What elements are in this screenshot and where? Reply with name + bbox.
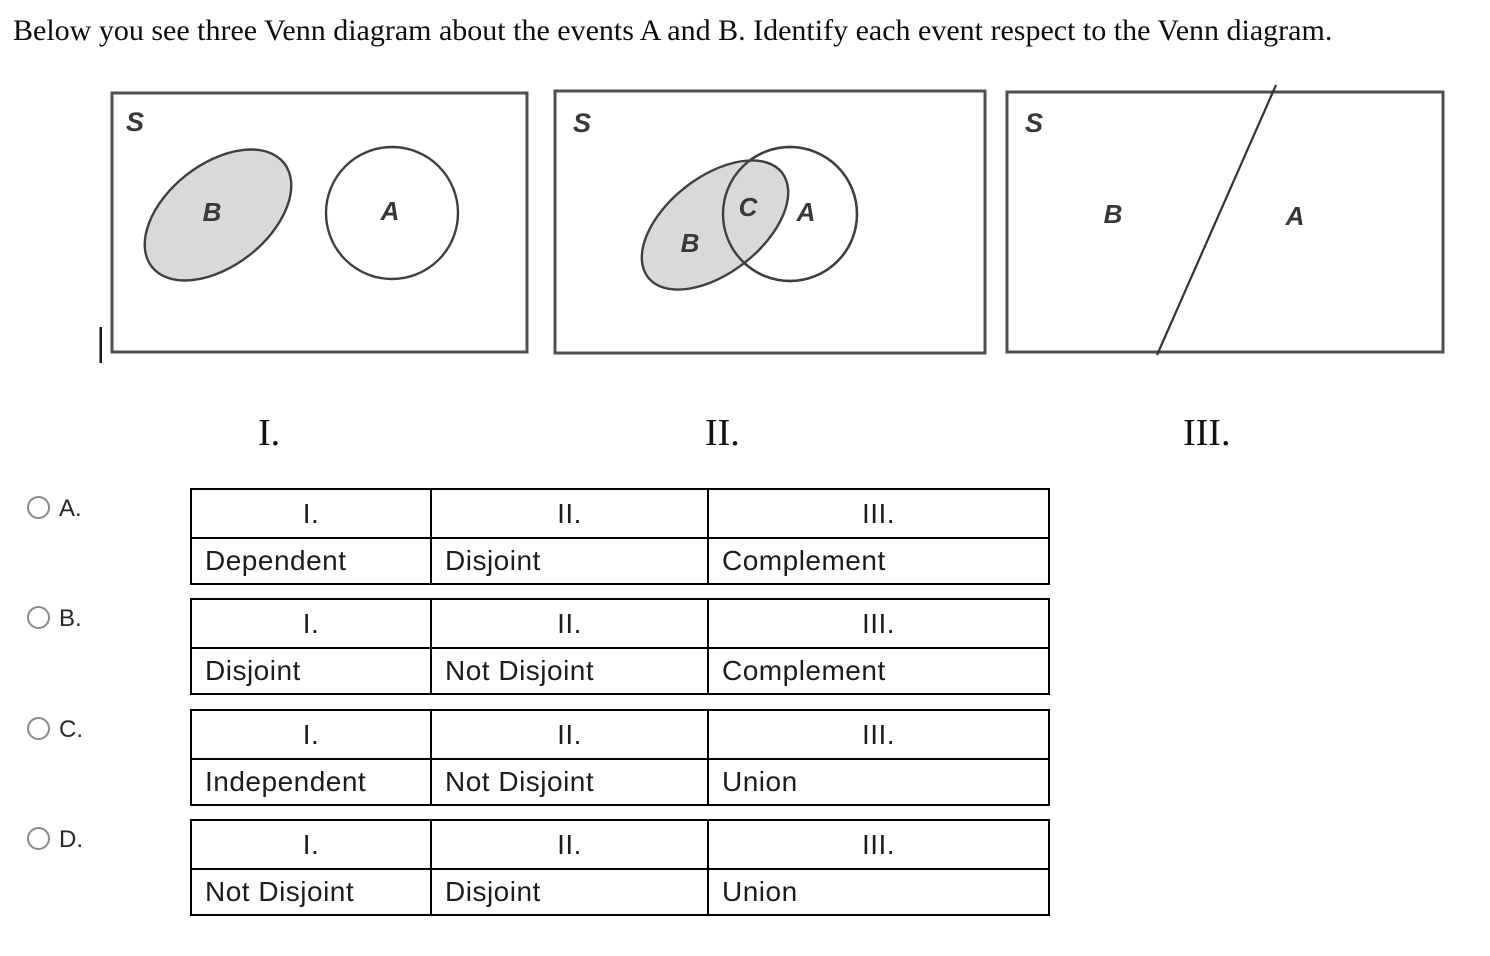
venn-diagram-1: S B A xyxy=(99,91,529,363)
universe-label: S xyxy=(1025,108,1043,138)
event-a-label: A xyxy=(1285,201,1305,231)
table-header-cell: III. xyxy=(707,709,1050,760)
option-table-c: I. II. III. Independent Not Disjoint Uni… xyxy=(190,709,1050,806)
table-cell: Dependent xyxy=(190,537,432,585)
option-letter: C. xyxy=(59,716,83,743)
event-a-label: A xyxy=(380,196,400,226)
option-letter: A. xyxy=(59,495,82,522)
option-letter: D. xyxy=(59,826,83,853)
table-cell: Union xyxy=(707,868,1050,916)
table-cell: Disjoint xyxy=(430,537,709,585)
intersection-label: C xyxy=(739,192,759,222)
table-cell: Complement xyxy=(707,537,1050,585)
option-table-a: I. II. III. Dependent Disjoint Complemen… xyxy=(190,488,1050,585)
radio-button-d[interactable] xyxy=(27,827,50,850)
universe-label: S xyxy=(573,108,591,138)
table-header-cell: I. xyxy=(190,598,432,649)
table-header-cell: I. xyxy=(190,488,432,539)
option-row-c: C. I. II. III. Independent Not Disjoint … xyxy=(0,709,1490,806)
table-cell: Not Disjoint xyxy=(430,647,709,695)
option-table-d: I. II. III. Not Disjoint Disjoint Union xyxy=(190,819,1050,916)
event-b-label: B xyxy=(681,228,700,258)
event-b-label: B xyxy=(203,197,222,227)
table-cell: Not Disjoint xyxy=(190,868,432,916)
venn-diagram-3: S B A xyxy=(1005,84,1445,356)
option-row-d: D. I. II. III. Not Disjoint Disjoint Uni… xyxy=(0,819,1490,916)
text-caret xyxy=(99,327,102,363)
diagram-numeral-1: I. xyxy=(258,412,281,454)
diagram-numeral-3: III. xyxy=(1183,412,1231,454)
event-a-circle xyxy=(324,145,460,281)
table-cell: Disjoint xyxy=(430,868,709,916)
table-cell: Disjoint xyxy=(190,647,432,695)
venn-diagram-2: S B C A xyxy=(553,89,987,355)
table-cell: Union xyxy=(707,758,1050,806)
table-header-cell: I. xyxy=(190,819,432,870)
question-title: Below you see three Venn diagram about t… xyxy=(13,14,1333,47)
table-cell: Independent xyxy=(190,758,432,806)
table-cell: Complement xyxy=(707,647,1050,695)
table-header-cell: III. xyxy=(707,819,1050,870)
option-letter: B. xyxy=(59,605,82,632)
table-header-cell: II. xyxy=(430,488,709,539)
option-table-b: I. II. III. Disjoint Not Disjoint Comple… xyxy=(190,598,1050,695)
event-b-label: B xyxy=(1104,199,1123,229)
event-b-ellipse xyxy=(143,148,293,282)
event-a-label: A xyxy=(796,197,816,227)
option-row-a: A. I. II. III. Dependent Disjoint Comple… xyxy=(0,488,1490,585)
table-header-cell: II. xyxy=(430,819,709,870)
divider-line xyxy=(1155,84,1278,356)
universe-frame xyxy=(1005,90,1445,354)
radio-button-a[interactable] xyxy=(27,496,50,519)
table-header-cell: III. xyxy=(707,488,1050,539)
universe-label: S xyxy=(126,107,144,137)
table-header-cell: I. xyxy=(190,709,432,760)
option-row-b: B. I. II. III. Disjoint Not Disjoint Com… xyxy=(0,598,1490,695)
table-header-cell: II. xyxy=(430,598,709,649)
radio-button-c[interactable] xyxy=(27,717,50,740)
event-a-circle-outline xyxy=(721,145,859,283)
radio-button-b[interactable] xyxy=(27,606,50,629)
table-cell: Not Disjoint xyxy=(430,758,709,806)
table-header-cell: II. xyxy=(430,709,709,760)
table-header-cell: III. xyxy=(707,598,1050,649)
diagram-numeral-2: II. xyxy=(705,412,740,454)
